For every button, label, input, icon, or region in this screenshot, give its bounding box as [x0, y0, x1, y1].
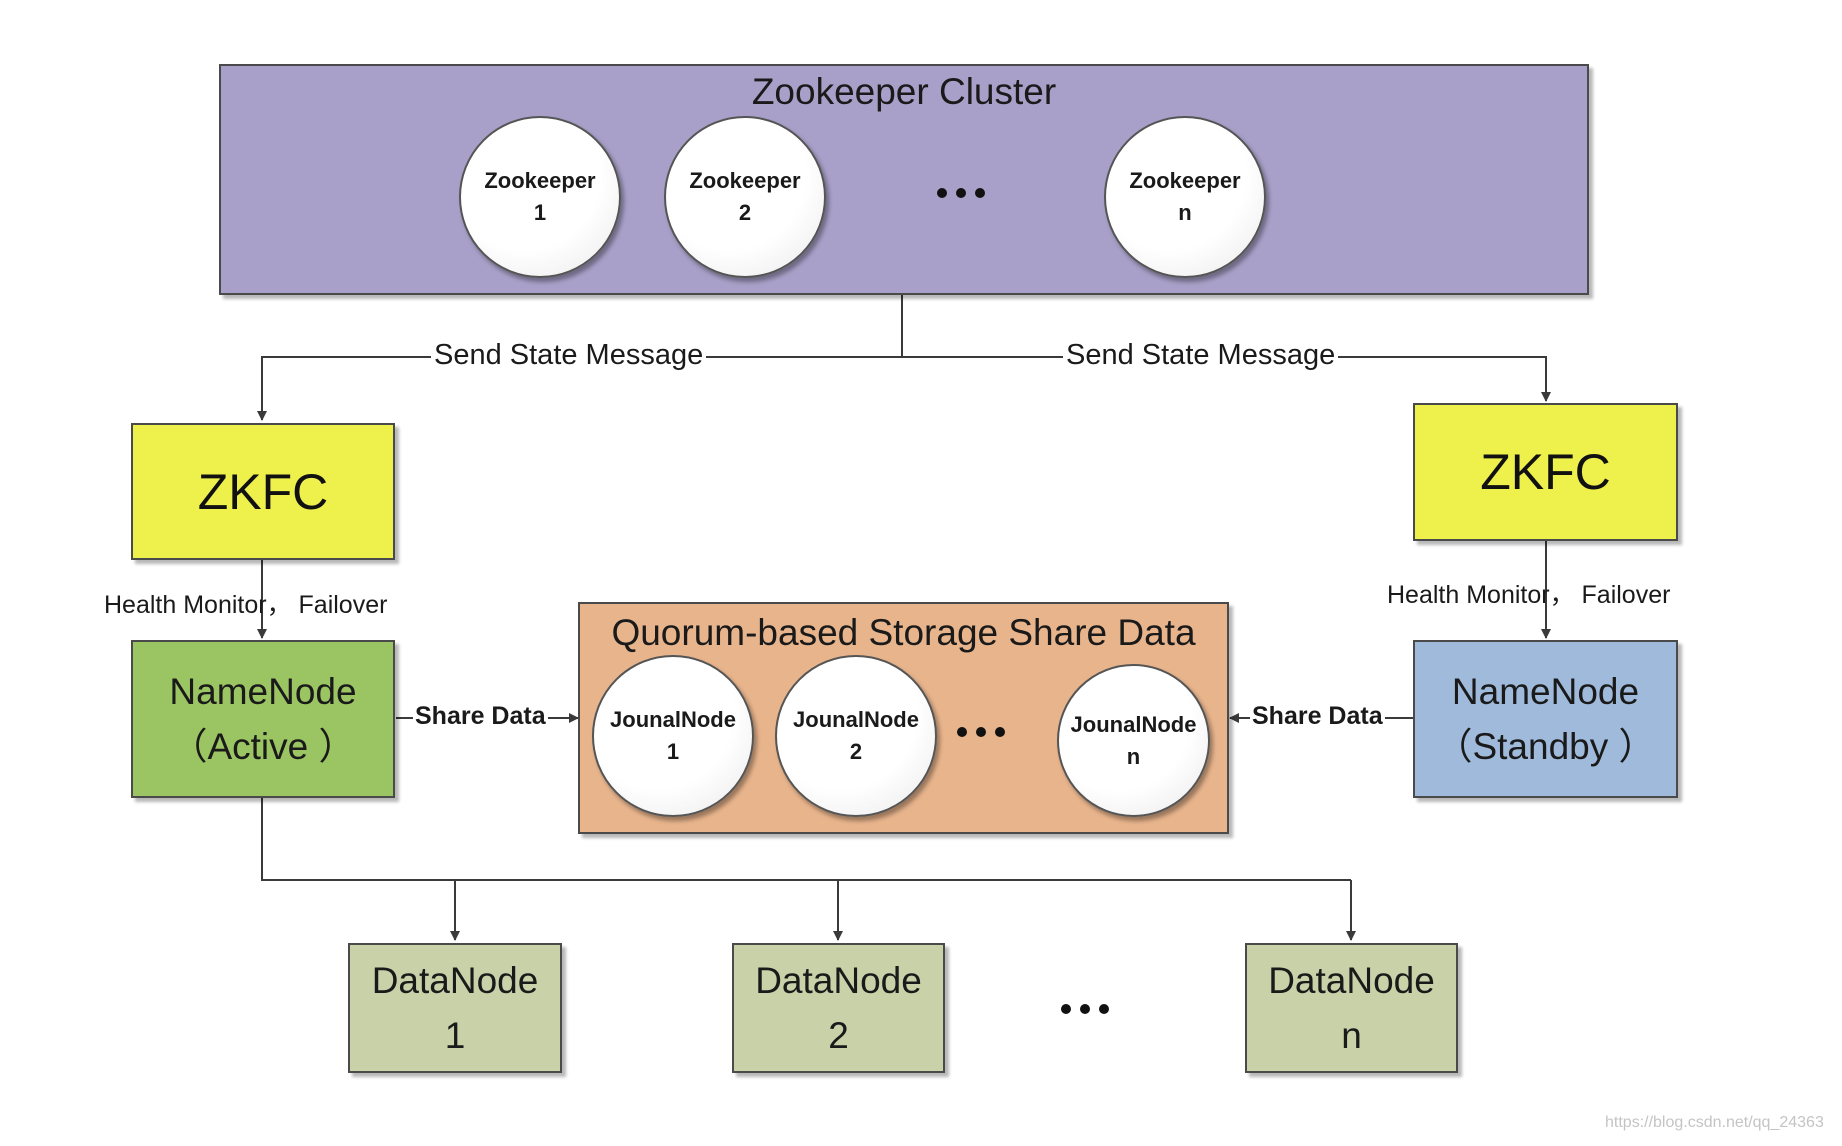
namenode-standby-line2: （Standby ） [1435, 726, 1656, 767]
ellipsis-dot [976, 727, 986, 737]
journalnode-n: JounalNode n [1057, 664, 1210, 817]
datanode-1-name: DataNode [371, 960, 539, 1001]
zookeeper-node-1-id: 1 [533, 200, 547, 225]
journalnode-n-name: JounalNode [1070, 711, 1197, 737]
zookeeper-ellipsis [937, 188, 985, 198]
send-state-label-right: Send State Message [1063, 339, 1339, 372]
watermark-url: https://blog.csdn.net/qq_24363 [1605, 1114, 1824, 1131]
datanode-bus-line [261, 798, 1351, 881]
namenode-standby-line1: NameNode [1451, 671, 1640, 712]
zookeeper-node-n-name: Zookeeper [1129, 168, 1241, 193]
ellipsis-dot [937, 188, 947, 198]
ellipsis-dot [1080, 1004, 1090, 1014]
send-state-label-left: Send State Message [431, 339, 707, 372]
journalnode-n-id: n [1126, 743, 1141, 769]
journalnode-ellipsis [957, 727, 1005, 737]
quorum-storage-title: Quorum-based Storage Share Data [611, 612, 1196, 653]
ellipsis-dot [1061, 1004, 1071, 1014]
zookeeper-node-n-id: n [1178, 200, 1192, 225]
zkfc-left-box: ZKFC [131, 423, 395, 560]
ellipsis-dot [995, 727, 1005, 737]
journalnode-2-id: 2 [849, 739, 863, 764]
share-data-label-left: Share Data [413, 702, 548, 731]
ellipsis-dot [1099, 1004, 1109, 1014]
health-monitor-label-right: Health Monitor， Failover [1387, 581, 1671, 609]
namenode-active-line2: （Active ） [170, 726, 356, 767]
zookeeper-node-2: Zookeeper 2 [664, 116, 826, 278]
zookeeper-cluster-title: Zookeeper Cluster [751, 71, 1057, 112]
share-data-label-right: Share Data [1250, 702, 1385, 731]
datanode-2-name: DataNode [755, 960, 922, 1001]
datanode-n-box: DataNode n [1245, 943, 1458, 1073]
journalnode-1-name: JounalNode [610, 707, 736, 732]
zkfc-right-box: ZKFC [1413, 403, 1678, 541]
ellipsis-dot [975, 188, 985, 198]
ellipsis-dot [957, 727, 967, 737]
ellipsis-dot [956, 188, 966, 198]
namenode-active-box: NameNode （Active ） [131, 640, 395, 798]
datanode-ellipsis [1061, 1004, 1109, 1014]
datanode-n-name: DataNode [1268, 960, 1435, 1001]
zookeeper-node-2-id: 2 [738, 200, 752, 225]
health-monitor-label-left: Health Monitor， Failover [104, 591, 388, 619]
zookeeper-node-n: Zookeeper n [1104, 116, 1266, 278]
datanode-1-id: 1 [444, 1015, 466, 1056]
journalnode-2: JounalNode 2 [775, 655, 937, 817]
datanode-n-id: n [1341, 1015, 1362, 1056]
zkfc-right-label: ZKFC [1480, 444, 1611, 500]
journalnode-1: JounalNode 1 [592, 655, 754, 817]
namenode-standby-box: NameNode （Standby ） [1413, 640, 1678, 798]
namenode-active-line1: NameNode [169, 671, 357, 712]
zkfc-left-label: ZKFC [197, 463, 329, 520]
journalnode-2-name: JounalNode [793, 707, 919, 732]
datanode-2-box: DataNode 2 [732, 943, 945, 1073]
datanode-1-box: DataNode 1 [348, 943, 562, 1073]
zookeeper-node-1-name: Zookeeper [484, 168, 596, 193]
journalnode-1-id: 1 [666, 739, 680, 764]
datanode-2-id: 2 [828, 1015, 849, 1056]
zookeeper-node-1: Zookeeper 1 [459, 116, 621, 278]
zookeeper-cluster-box: Zookeeper Cluster [219, 64, 1589, 295]
zookeeper-node-2-name: Zookeeper [689, 168, 801, 193]
